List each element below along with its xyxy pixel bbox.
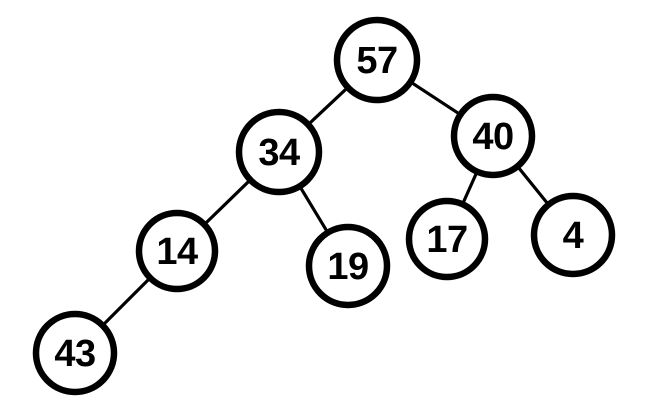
tree-node-57[interactable]: 57 bbox=[333, 16, 421, 104]
node-label-14: 14 bbox=[156, 231, 198, 273]
node-circle-57[interactable] bbox=[333, 16, 421, 104]
node-circle-4[interactable] bbox=[530, 192, 616, 278]
tree-edge-57-34 bbox=[307, 86, 349, 126]
node-circle-43[interactable] bbox=[32, 310, 118, 396]
tree-edge-40-17 bbox=[461, 170, 479, 205]
tree-edge-34-19 bbox=[298, 185, 329, 234]
node-label-17: 17 bbox=[426, 219, 467, 261]
node-label-34: 34 bbox=[258, 132, 300, 174]
node-circle-40[interactable] bbox=[450, 93, 536, 179]
tree-node-17[interactable]: 17 bbox=[405, 197, 489, 281]
node-label-43: 43 bbox=[54, 333, 95, 375]
tree-node-14[interactable]: 14 bbox=[135, 209, 219, 293]
tree-edges-group bbox=[101, 80, 550, 327]
tree-node-19[interactable]: 19 bbox=[305, 223, 391, 309]
node-circle-14[interactable] bbox=[135, 209, 219, 293]
tree-nodes-group: 57 34 40 14 19 17 4 43 bbox=[32, 16, 616, 396]
tree-edge-40-4 bbox=[516, 165, 550, 206]
tree-edge-57-40 bbox=[409, 80, 462, 116]
tree-node-40[interactable]: 40 bbox=[450, 93, 536, 179]
tree-edge-14-43 bbox=[101, 276, 152, 327]
node-circle-34[interactable] bbox=[235, 108, 323, 196]
tree-node-4[interactable]: 4 bbox=[530, 192, 616, 278]
node-circle-19[interactable] bbox=[305, 223, 391, 309]
tree-node-43[interactable]: 43 bbox=[32, 310, 118, 396]
node-label-4: 4 bbox=[563, 215, 584, 257]
node-label-57: 57 bbox=[356, 40, 397, 82]
tree-edge-34-14 bbox=[203, 178, 252, 226]
tree-node-34[interactable]: 34 bbox=[235, 108, 323, 196]
node-label-19: 19 bbox=[327, 246, 368, 288]
node-circle-17[interactable] bbox=[405, 197, 489, 281]
node-label-40: 40 bbox=[472, 116, 513, 158]
